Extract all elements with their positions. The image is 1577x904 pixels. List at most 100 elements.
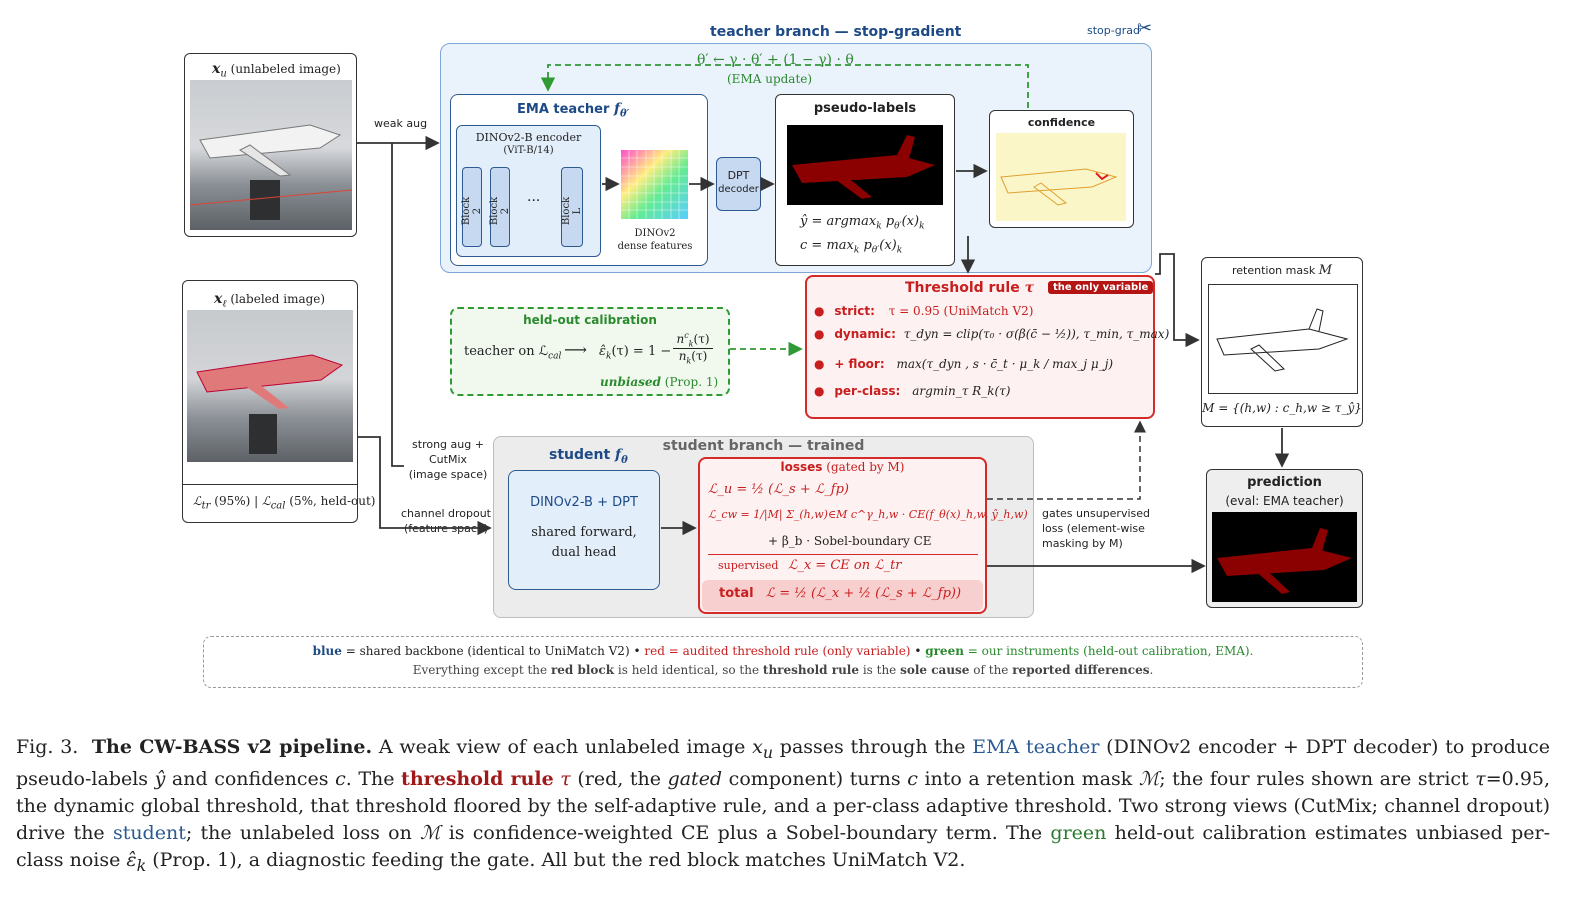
threshold-rule-floor: ● + floor: max(τ_dyn , s · c̄_t · μ_k / … [814, 357, 1113, 371]
caption-t3: (DINOv2 encoder + DPT decoder) to produc… [16, 736, 1550, 790]
strong-aug-label-2: CutMix [428, 453, 468, 466]
strong-aug-label-3: (image space) [408, 468, 488, 481]
caption-t4: and confidences [165, 767, 336, 790]
unlabeled-sub: u [220, 68, 227, 80]
student-backbone-box [508, 470, 660, 590]
caption-t10: =0.95, the dynamic global threshold, tha… [16, 767, 1551, 844]
retention-title-text: retention mask [1231, 264, 1316, 277]
calibration-den-sub: k [686, 356, 692, 366]
labeled-image-label: xℓ (labeled image) [214, 291, 325, 309]
dense-label-2: dense features [617, 241, 693, 252]
legend-line-1: blue = shared backbone (identical to Uni… [203, 644, 1363, 658]
calibration-den: nk(τ) [673, 349, 713, 365]
bullet-icon: ● [814, 384, 825, 398]
student-title-text: student [549, 447, 611, 463]
caption-gated: gated [667, 767, 723, 790]
ema-formula: θ′ ← γ · θ′ + (1 − γ) · θ [697, 52, 854, 68]
dense-features-grid [621, 150, 688, 219]
caption-tau: τ [560, 767, 571, 790]
threshold-rule-dynamic: ● dynamic: τ_dyn = clip(τ₀ · σ(β(c̄ − ½)… [814, 327, 1169, 341]
supervised-row: supervised ℒ_x = CE on ℒ_tr [718, 558, 902, 573]
legend-red-text: red = audited threshold rule (only varia… [644, 644, 911, 658]
strong-aug-label-1: strong aug + [412, 438, 484, 451]
labeled-airplane-svg [196, 354, 344, 454]
dense-grid-lines [621, 150, 688, 219]
bullet-icon: ● [814, 327, 825, 341]
student-sub: θ [621, 454, 628, 466]
bullet-icon: ● [814, 357, 825, 371]
ema-teacher-title-text: EMA teacher [517, 102, 610, 117]
ema-teacher-sym: f [613, 101, 620, 117]
data-split-label: ℒtr (95%) | ℒcal (5%, held-out) [193, 494, 376, 511]
calibration-num-sup: c [684, 331, 689, 340]
backbone-label-1: DINOv2-B + DPT [530, 495, 638, 510]
legend-l2-f: sole cause [900, 663, 970, 677]
prediction-title: prediction [1247, 475, 1322, 490]
bullet-icon: ● [814, 304, 825, 318]
caption-fig: Fig. 3. [16, 736, 79, 758]
gates-label-2: loss (element-wise [1042, 522, 1145, 535]
calibration-lhs: teacher on ℒcal [464, 344, 561, 362]
legend-blue-word: blue [312, 644, 342, 658]
pseudo-label-mask [787, 125, 943, 205]
confidence-map-svg [1000, 168, 1118, 206]
retention-eq: M = {(h,w) : c_h,w ≥ τ_ŷ} [1202, 401, 1362, 415]
legend-l2-d: threshold rule [762, 663, 859, 677]
prediction-sub: (eval: EMA teacher) [1225, 494, 1344, 508]
split-a-pct: (95%) | [214, 494, 259, 508]
split-a-sym: ℒ [193, 494, 202, 508]
caption-t5: . The [345, 767, 402, 790]
caption-m: ℳ [1138, 767, 1160, 790]
pseudo-eq2-p: p [863, 238, 872, 253]
diagram-arrows [357, 64, 1290, 574]
gates-label-3: masking by M) [1042, 537, 1123, 550]
student-sym: f [615, 447, 622, 463]
calibration-eq: ε̂k(τ) = 1 − [599, 344, 671, 362]
caption-t13: held-out calibration estimates unbiased … [16, 821, 1550, 871]
threshold-title: Threshold rule τ [905, 280, 1034, 296]
gates-label-1: gates unsupervised [1042, 507, 1150, 520]
calibration-den-n: n [678, 349, 687, 364]
legend-blue-text: = shared backbone (identical to UniMatch… [345, 644, 630, 658]
losses-title: losses (gated by M) [698, 460, 987, 474]
split-a-sub: tr [201, 500, 211, 512]
legend-l2-e: is the [862, 663, 897, 677]
figure-caption: Fig. 3. The CW-BASS v2 pipeline. A weak … [16, 734, 1550, 879]
legend-l2-b: red block [550, 663, 615, 677]
pseudo-eq2-a: c = max [800, 238, 854, 253]
calibration-lhs-text: teacher on ℒ [464, 344, 549, 359]
caption-t12: is confidence-weighted CE plus a Sobel-b… [440, 821, 1051, 844]
losses-title-text: losses [780, 460, 823, 474]
retention-mask-image [1208, 284, 1358, 394]
encoder-title: DINOv2-B encoder [475, 131, 582, 144]
unlabeled-text: (unlabeled image) [230, 62, 341, 76]
caption-xu: xu [752, 736, 774, 762]
calibration-lhs-sub: cal [548, 351, 562, 362]
caption-m2: ℳ [420, 821, 441, 844]
retention-mask-svg [1216, 308, 1349, 372]
legend-sep-1: • [633, 644, 641, 658]
confidence-title: confidence [1027, 116, 1096, 129]
threshold-tau: τ [1024, 280, 1034, 296]
caption-t9: ; the four rules shown are strict [1159, 767, 1476, 790]
threshold-badge: the only variable [1048, 281, 1154, 294]
ema-teacher-sub: θ′ [619, 108, 630, 120]
pseudo-eq1-a: ŷ = argmax [800, 214, 877, 229]
calibration-box [450, 307, 730, 396]
total-loss-row: total ℒ = ½ (ℒ_x + ½ (ℒ_s + ℒ_fp)) [719, 586, 961, 601]
legend-green-text: = our instruments (held-out calibration,… [967, 644, 1254, 658]
calibration-unbiased-word: unbiased [600, 375, 661, 389]
pseudo-eq2-tail: (x) [879, 238, 897, 253]
student-title: student fθ [549, 447, 628, 466]
labeled-airplane-photo [187, 310, 353, 462]
ema-teacher-title: EMA teacher fθ′ [517, 101, 629, 120]
rule-perclass-name: per-class: [834, 384, 901, 398]
calibration-num-tail: (τ) [693, 332, 710, 346]
rule-strict-body: τ = 0.95 (UniMatch V2) [888, 304, 1034, 318]
calibration-prop: (Prop. 1) [664, 375, 719, 389]
pseudo-eq1-p: p [885, 214, 895, 229]
pseudo-mask-svg [792, 135, 935, 199]
loss-lcw-1: ℒ_cw = 1/|M| Σ_(h,w)∈M c^γ_h,w · CE(f_θ(… [708, 508, 1028, 521]
caption-title: The CW-BASS v2 pipeline. [91, 736, 373, 758]
airplane-photo-svg [190, 124, 352, 220]
